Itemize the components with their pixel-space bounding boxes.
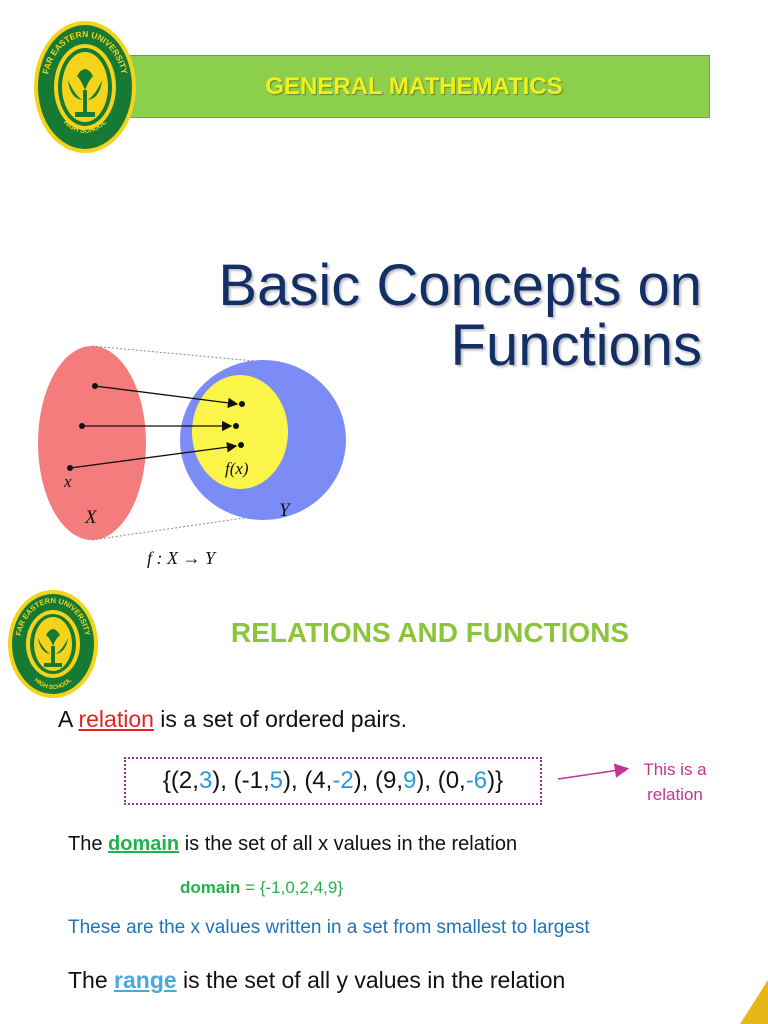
- relation-note: This is a relation: [643, 760, 707, 804]
- pair-x-value: (2,: [170, 767, 199, 794]
- definition-text: is the set of all y values in the relati…: [176, 967, 566, 993]
- domain-label: domain: [180, 878, 241, 897]
- definition-text: The: [68, 833, 109, 855]
- set-brace: }: [495, 767, 504, 794]
- pair-x-value: (9,: [375, 767, 404, 794]
- fx-label: f(x): [225, 459, 249, 478]
- pointer-arrow-icon: [557, 763, 630, 780]
- domain-explanation: These are the x values written in a set …: [68, 917, 590, 938]
- definition-text: A: [58, 706, 79, 732]
- ordered-pairs: (2,3), (-1,5), (4,-2), (9,9), (0,-6): [171, 767, 495, 795]
- definition-text: The: [68, 967, 115, 993]
- range-term: range: [114, 967, 177, 993]
- ordered-pair: (2,3),: [170, 767, 234, 794]
- range-point: [238, 442, 244, 448]
- title-line-1: Basic Concepts on: [218, 253, 702, 318]
- mapping-arrow: [69, 442, 238, 469]
- set-y-label: Y: [279, 500, 292, 521]
- domain-set-x: [38, 346, 146, 540]
- domain-definition: The domain is the set of all x values in…: [68, 833, 517, 856]
- projection-line: [91, 345, 266, 363]
- pair-y-value: -2: [332, 767, 354, 794]
- domain-term: domain: [108, 833, 180, 855]
- relation-definition: A relation is a set of ordered pairs.: [58, 706, 407, 733]
- pair-y-value: 9: [403, 767, 417, 794]
- ordered-pair: (0,-6): [437, 767, 496, 794]
- ordered-pair: (9,9),: [375, 767, 438, 794]
- university-seal-logo: FAR EASTERN UNIVERSITY HIGH SCHOOL: [8, 590, 98, 698]
- title-line-2: Functions: [450, 313, 702, 378]
- pair-y-value: 3: [198, 767, 213, 794]
- pair-x-value: (-1,: [233, 767, 270, 794]
- ordered-pair: (4,-2),: [304, 767, 375, 794]
- set-brace: {: [162, 767, 171, 794]
- pair-x-value: (4,: [304, 767, 333, 794]
- set-x-label: X: [84, 507, 98, 528]
- ordered-pair: (-1,5),: [233, 767, 305, 794]
- range-point: [239, 401, 245, 407]
- torch-emblem-icon: [68, 69, 102, 117]
- mapping-notation: f : X → Y: [147, 548, 217, 568]
- function-mapping-diagram: x X f(x) Y f : X → Y: [38, 345, 346, 568]
- domain-value: domain = {-1,0,2,4,9}: [180, 878, 343, 898]
- corner-decoration: [740, 980, 768, 1024]
- relation-set-box: {(2,3), (-1,5), (4,-2), (9,9), (0,-6)}: [124, 757, 542, 805]
- range-point: [233, 423, 239, 429]
- pair-y-value: -6: [465, 767, 488, 794]
- relation-term: relation: [78, 706, 154, 732]
- definition-text: is a set of ordered pairs.: [153, 706, 408, 732]
- definition-text: is the set of all x values in the relati…: [179, 833, 518, 855]
- section-heading: RELATIONS AND FUNCTIONS: [230, 617, 630, 648]
- element-x-label: x: [63, 472, 72, 491]
- domain-set: = {-1,0,2,4,9}: [240, 878, 344, 897]
- slide-title: Basic Concepts on Functions: [142, 256, 702, 376]
- header-banner: [118, 55, 710, 118]
- mapping-arrow: [94, 385, 239, 409]
- pair-x-value: (0,: [437, 767, 466, 794]
- torch-emblem-icon: [38, 629, 68, 667]
- university-seal-logo: FAR EASTERN UNIVERSITY HIGH SCHOOL: [34, 21, 136, 153]
- range-definition: The range is the set of all y values in …: [68, 967, 565, 994]
- banner-title: GENERAL MATHEMATICS: [265, 72, 563, 100]
- projection-line: [91, 514, 266, 541]
- range-region-fx: [192, 375, 288, 489]
- pair-y-value: 5: [269, 767, 283, 794]
